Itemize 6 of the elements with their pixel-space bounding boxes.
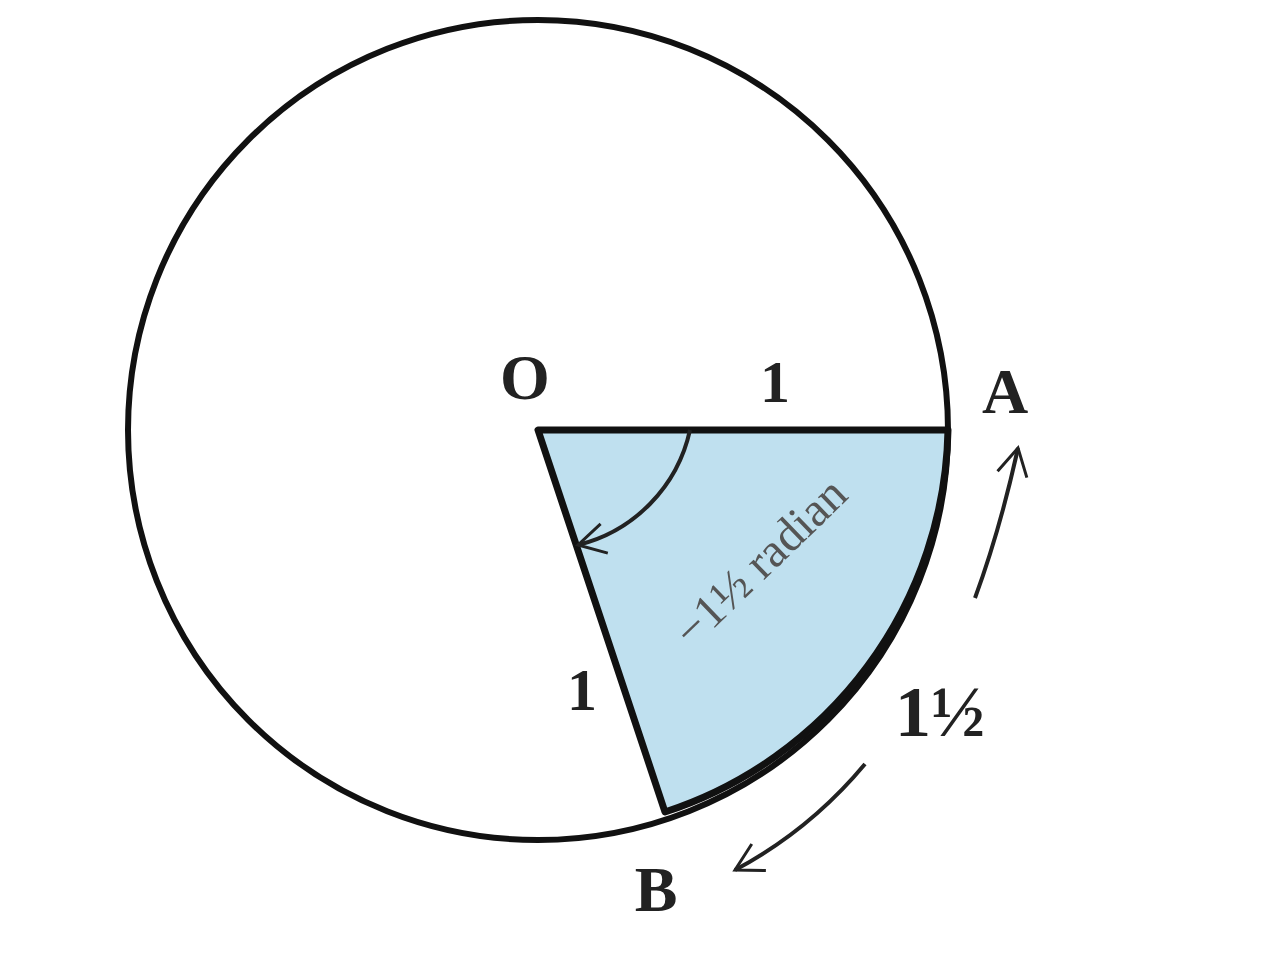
point-label: B — [634, 858, 678, 922]
point-label: O — [500, 346, 550, 410]
arc-length-label: 1½ — [895, 676, 985, 748]
length-label: 1 — [567, 660, 597, 720]
length-label: 1 — [760, 352, 790, 412]
point-label: A — [981, 360, 1029, 424]
